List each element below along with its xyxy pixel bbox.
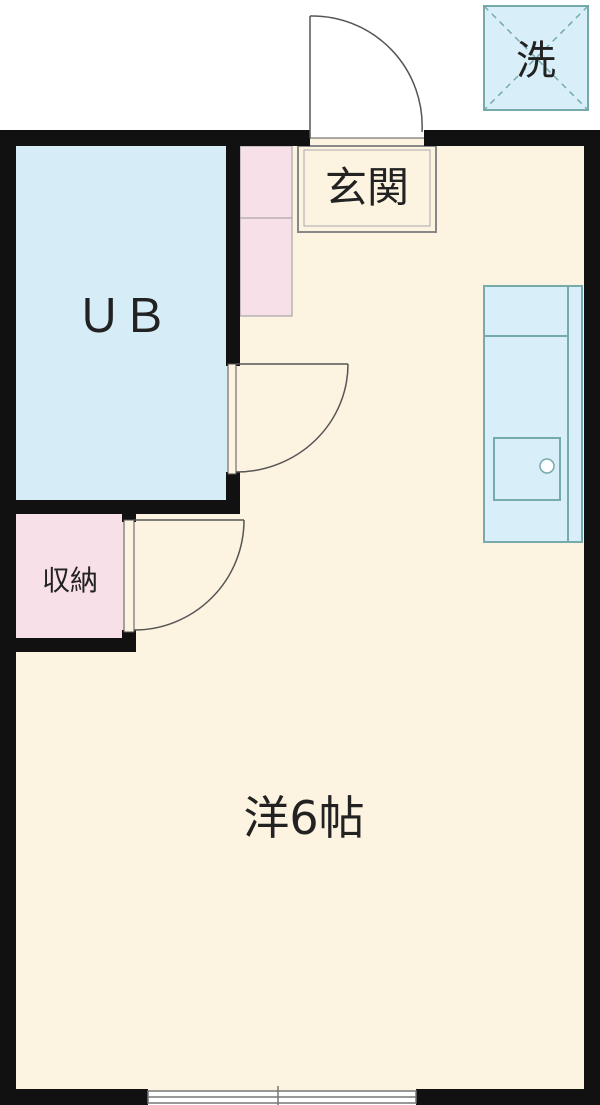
entrance-area — [297, 145, 437, 233]
sink-drain-icon — [539, 458, 555, 474]
shoe-cabinet — [239, 145, 293, 219]
bath-door — [227, 363, 349, 475]
entrance-label: 玄関 — [325, 163, 409, 212]
shoe-cabinet-lower — [239, 217, 293, 317]
storage-door — [123, 519, 245, 633]
washer-cross-1 — [483, 5, 589, 111]
washer-cross-2 — [483, 5, 589, 111]
storage-area — [12, 512, 134, 644]
bath-area — [12, 138, 234, 506]
window — [147, 1086, 417, 1105]
room-label: 洋6帖 — [243, 791, 364, 845]
bath-label: ＵＢ — [76, 289, 168, 343]
washer-label: 洗 — [516, 38, 556, 84]
interior-walls — [12, 138, 240, 652]
entrance-inner — [303, 149, 431, 227]
entrance-door — [309, 15, 424, 139]
storage-label: 収納 — [42, 564, 98, 597]
